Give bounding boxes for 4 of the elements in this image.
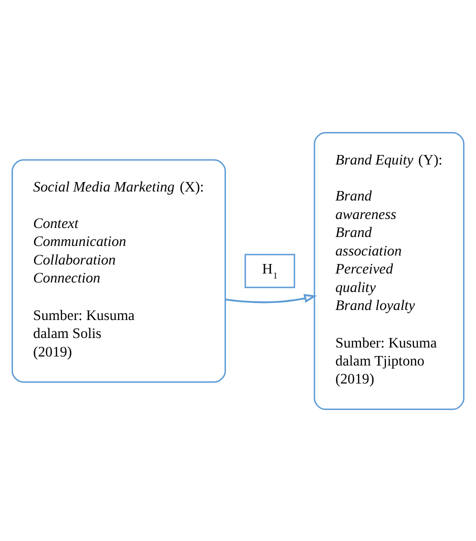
node-box: Social Media Marketing (X): Context Communication Collaboration Connection Sumber: Kusuma dalam Solis (2019) bbox=[12, 158, 226, 382]
node-box: Brand Equity (Y): Brand awareness Brand association Perceived quality Brand loyalty Sumber: Kusuma dalam Tjiptono (2019) bbox=[314, 131, 464, 410]
arrow bbox=[225, 294, 317, 303]
node-box: H$_{1}$ bbox=[244, 253, 296, 288]
